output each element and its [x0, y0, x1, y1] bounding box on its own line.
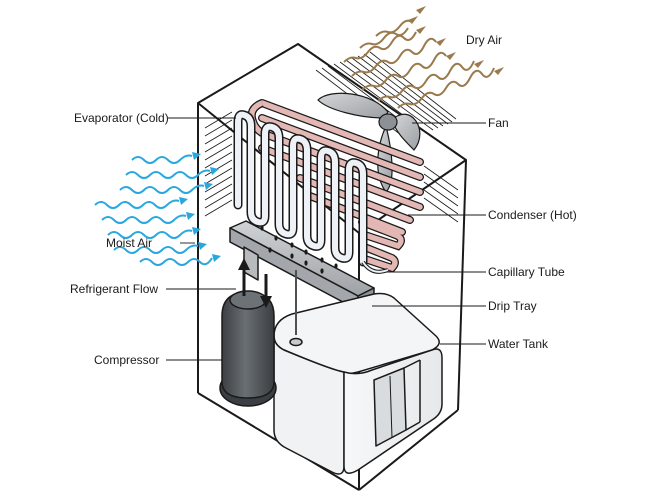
evaporator-coil	[233, 110, 368, 267]
cabinet-bottom-right-edge	[358, 409, 459, 491]
fan-hub	[378, 113, 398, 131]
compressor	[219, 290, 277, 407]
label-evaporator: Evaporator (Cold)	[74, 111, 169, 125]
refrigerant-flow-down-arrow	[260, 274, 272, 308]
label-refrigerant-flow: Refrigerant Flow	[70, 282, 158, 296]
cabinet-back-right-edge	[457, 159, 467, 411]
side-grille	[204, 111, 233, 217]
label-drip-tray: Drip Tray	[488, 299, 537, 313]
capillary-tube	[361, 260, 389, 274]
water-inlet	[289, 337, 303, 347]
dry-air-arrows	[343, 19, 495, 109]
label-capillary-tube: Capillary Tube	[488, 265, 565, 279]
label-condenser: Condenser (Hot)	[488, 208, 577, 222]
water-tank	[273, 292, 443, 475]
label-fan: Fan	[488, 116, 509, 130]
dry-air-arrowheads	[408, 6, 504, 75]
right-grille	[423, 165, 459, 223]
label-moist-air: Moist Air	[106, 236, 152, 250]
drip-tray	[229, 220, 375, 311]
moist-air-arrowheads	[179, 152, 221, 262]
callout-lines	[166, 117, 486, 361]
label-compressor: Compressor	[94, 353, 159, 367]
refrigerant-flow-up-arrow	[238, 258, 250, 296]
label-dry-air: Dry Air	[466, 33, 502, 47]
fan-blade-top	[317, 92, 389, 119]
label-water-tank: Water Tank	[488, 337, 549, 351]
moist-air-arrows	[94, 154, 213, 266]
